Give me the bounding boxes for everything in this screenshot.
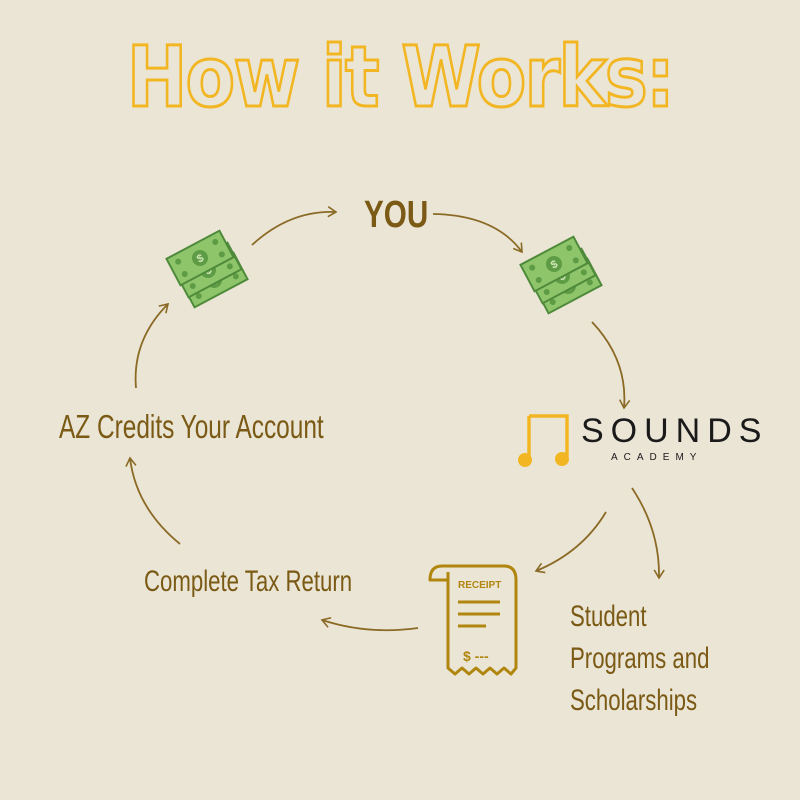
money-icon: [519, 235, 603, 315]
arrow-money-to-you: [251, 206, 338, 246]
arrow-sounds-to-programs: [631, 487, 665, 580]
logo-subtitle: ACADEMY: [611, 452, 703, 463]
node-tax-return: Complete Tax Return: [144, 565, 353, 598]
logo-name: SOUNDS: [581, 412, 769, 450]
node-you: YOU: [364, 194, 429, 236]
page-title: How it Works:: [126, 27, 677, 128]
sounds-academy-logo: SOUNDS ACADEMY: [515, 410, 761, 470]
receipt-icon: [428, 564, 518, 676]
arrow-tax-to-credit: [125, 456, 181, 545]
music-note-icon: [518, 414, 569, 467]
arrow-sounds-to-receipt: [534, 511, 607, 574]
receipt-amount: $ ---: [463, 648, 489, 664]
arrow-credit-to-money: [134, 302, 170, 389]
node-az-credits: AZ Credits Your Account: [59, 408, 324, 445]
arrow-receipt-to-tax: [320, 616, 419, 632]
node-programs: Student Programs and Scholarships: [570, 600, 710, 717]
money-icon: [165, 229, 249, 309]
arrow-money-to-sounds: [591, 321, 631, 410]
receipt-header: RECEIPT: [458, 580, 502, 591]
arrow-you-to-money: [432, 213, 523, 254]
